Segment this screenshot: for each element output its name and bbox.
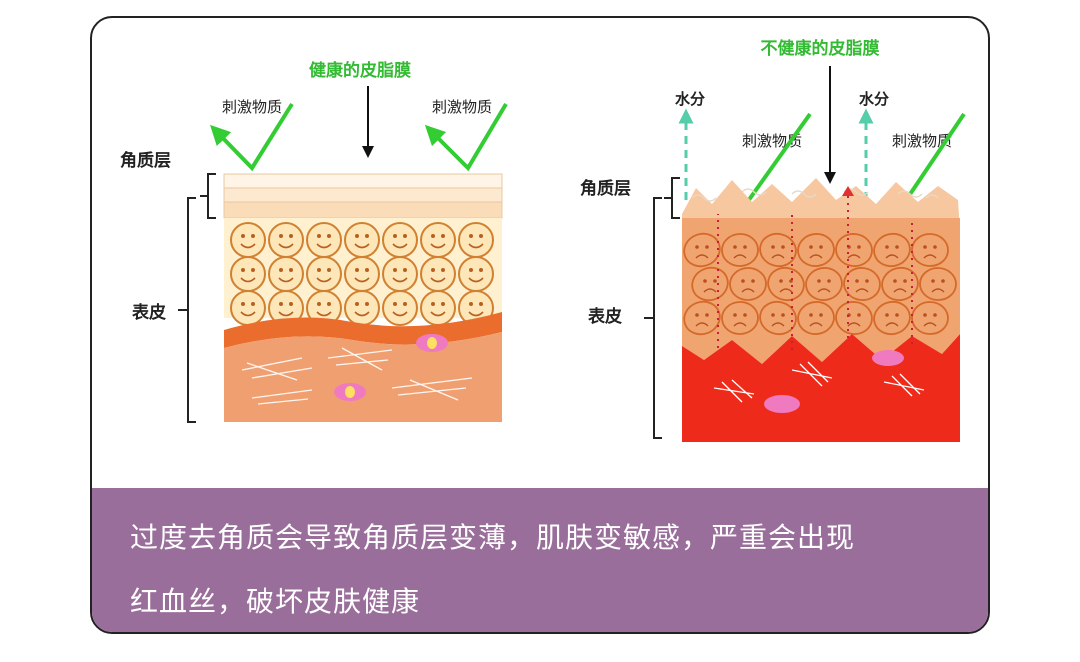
smiley-cell [230, 256, 266, 292]
healthy-skin-panel: 健康的皮脂膜 刺激物质 刺激物质 角质层 表皮 [120, 60, 508, 423]
caption-line-1: 过度去角质会导致角质层变薄，肌肤变敏感，严重会出现 [130, 521, 856, 554]
sad-cell [759, 232, 797, 268]
sad-cell [767, 266, 805, 302]
smiley-cell [344, 222, 380, 258]
moisture-label-left: 水分 [675, 90, 705, 108]
smiley-cell [306, 222, 342, 258]
sad-cell [873, 232, 911, 268]
smiley-cell [344, 290, 380, 326]
smiley-cell [420, 256, 456, 292]
epidermis-bracket-left [178, 197, 196, 423]
sad-cell [683, 232, 721, 268]
bounce-arrow-left [210, 102, 294, 172]
smiley-cell [268, 290, 304, 326]
moisture-label-right: 水分 [859, 90, 889, 108]
smiley-cell [382, 222, 418, 258]
sad-cell [729, 267, 767, 301]
sad-cell [911, 301, 949, 335]
epidermis-label-left: 表皮 [132, 302, 166, 323]
sad-cell [881, 266, 919, 302]
smiley-cell [268, 222, 304, 258]
smiley-cell [230, 290, 266, 326]
sad-cell [843, 267, 881, 301]
bounce-arrow-right [424, 102, 508, 172]
smiley-cell [382, 290, 418, 326]
irritant-label-right: 刺激物质 [432, 98, 492, 116]
sad-cell [873, 300, 911, 336]
sad-cell [797, 233, 835, 267]
skin-diagram: 健康的皮脂膜 刺激物质 刺激物质 角质层 表皮 [120, 38, 966, 442]
stratum-bracket-right [664, 177, 680, 219]
sad-cell [759, 300, 797, 336]
smiley-cell [268, 256, 304, 292]
sad-cell [797, 301, 835, 335]
sad-cell [721, 301, 759, 335]
healthy-film-title: 健康的皮脂膜 [309, 60, 411, 81]
sad-cell [835, 301, 873, 335]
sad-cell [721, 233, 759, 267]
smiley-cell [420, 290, 456, 326]
smiley-cell [420, 222, 456, 258]
sad-cell [805, 267, 843, 301]
diagram-card: 健康的皮脂膜 刺激物质 刺激物质 角质层 表皮 [90, 16, 990, 634]
irritant-label-left: 刺激物质 [222, 98, 282, 116]
sad-cell [691, 266, 729, 302]
smiley-cell [344, 256, 380, 292]
unhealthy-film-title: 不健康的皮脂膜 [761, 38, 880, 59]
smiley-cell [458, 256, 494, 292]
smiley-cell [382, 256, 418, 292]
sad-cell [911, 233, 949, 267]
sad-cell [919, 267, 957, 301]
stratum-label-left: 角质层 [120, 150, 171, 171]
stratum-bracket-left [200, 173, 216, 219]
healthy-dermis [224, 332, 502, 422]
smiley-cell [230, 222, 266, 258]
epidermis-bracket-right [644, 197, 662, 439]
stratum-label-right: 角质层 [580, 178, 631, 199]
unhealthy-cells [683, 232, 957, 336]
epidermis-label-right: 表皮 [588, 306, 622, 327]
smiley-cell [458, 222, 494, 258]
healthy-cells [230, 222, 494, 326]
irritant-label-right-panel-right: 刺激物质 [892, 132, 952, 150]
caption-line-2: 红血丝，破坏皮肤健康 [130, 585, 421, 618]
smiley-cell [306, 256, 342, 292]
unhealthy-skin-panel: 不健康的皮脂膜 水分 水分 刺激物质 刺激物质 角质层 表皮 [580, 38, 966, 442]
caption-band: 过度去角质会导致角质层变薄，肌肤变敏感，严重会出现 红血丝，破坏皮肤健康 [92, 488, 988, 632]
